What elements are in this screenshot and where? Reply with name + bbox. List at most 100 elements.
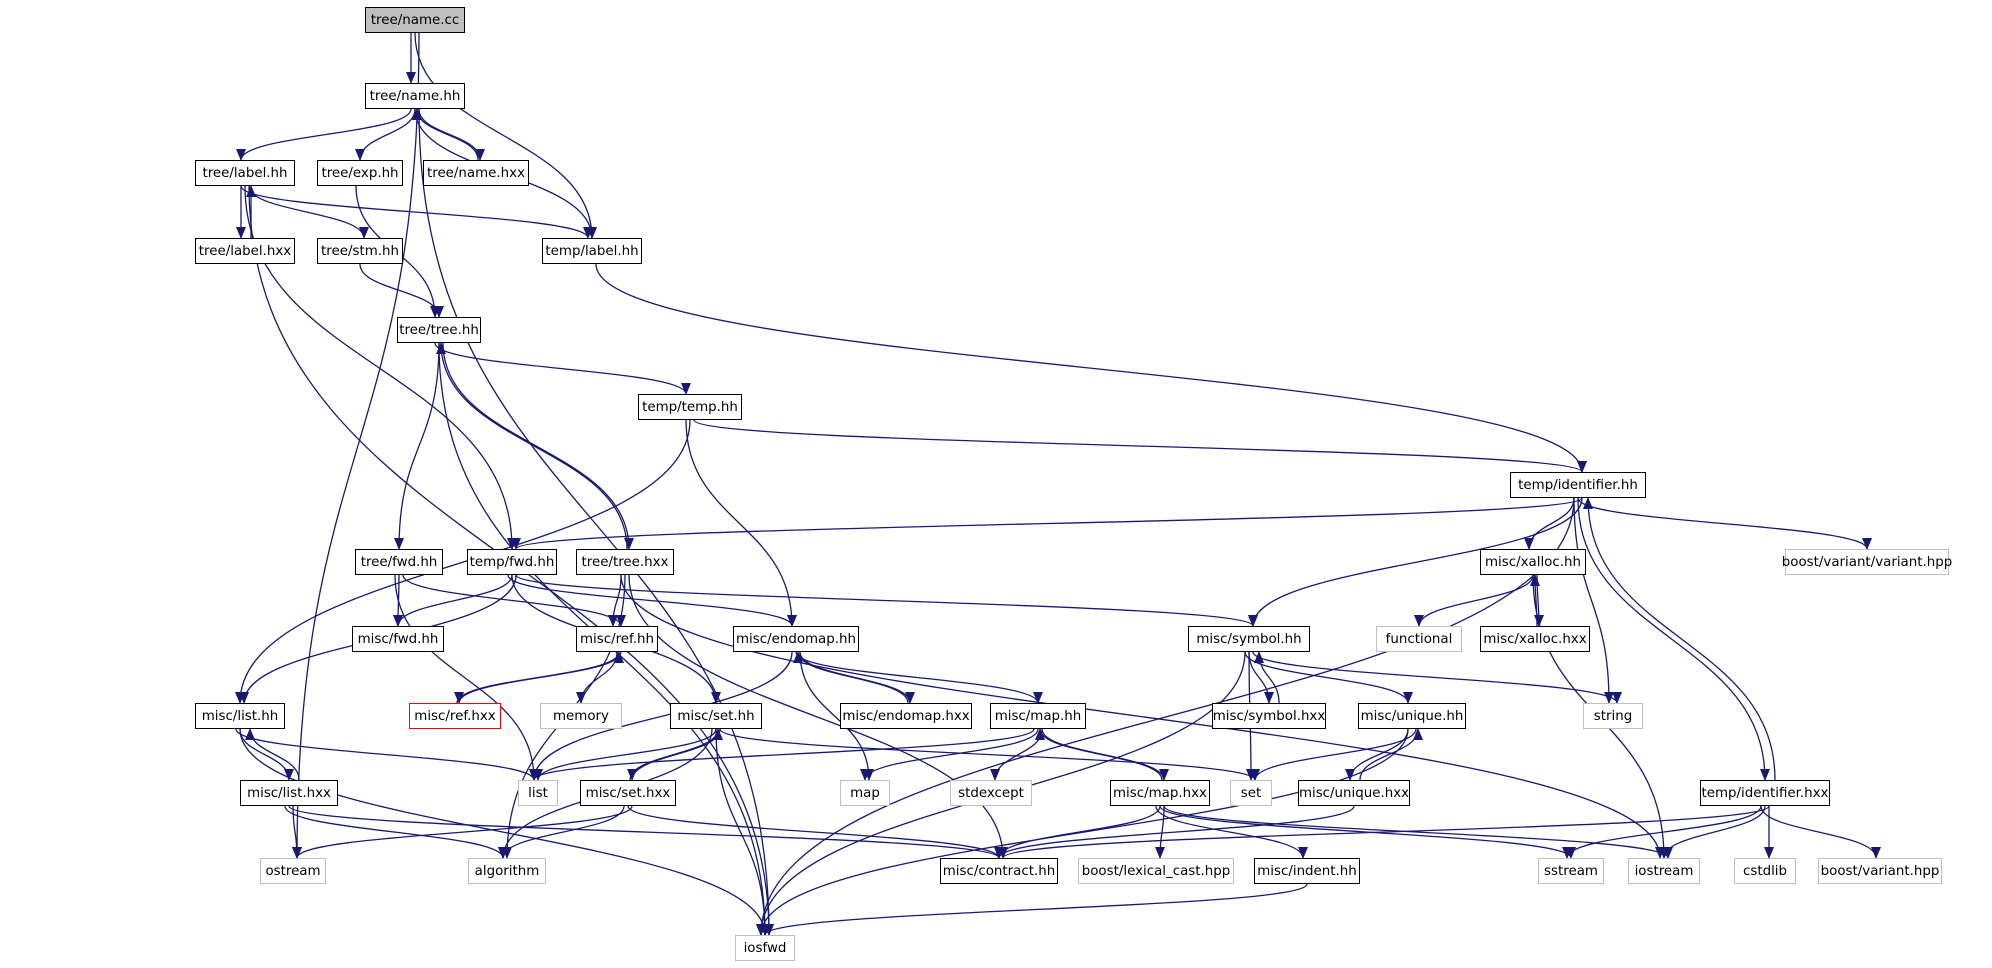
edge-misc-unique-hh-to-set: [1250, 728, 1417, 781]
node-iosfwd: iosfwd: [735, 935, 795, 961]
edge-misc-list-hxx-to-algorithm: [284, 805, 508, 859]
edge-misc-set-hh-to-iosfwd: [715, 728, 770, 936]
edge-misc-map-hh-to-stdexcept: [990, 728, 1043, 781]
node-tree-name-hxx[interactable]: tree/name.hxx: [423, 160, 529, 186]
node-temp-identifier-hxx[interactable]: temp/identifier.hxx: [1700, 780, 1830, 806]
edge-misc-xalloc-hxx-to-misc-xalloc-hh: [1530, 574, 1541, 627]
node-misc-map-hh[interactable]: misc/map.hh: [990, 703, 1086, 729]
edge-misc-list-hxx-to-misc-contract-hh: [288, 805, 1004, 859]
edge-misc-xalloc-hh-to-functional: [1414, 574, 1534, 627]
edge-tree-tree-hh-to-temp-temp-hh: [434, 342, 691, 395]
edge-tree-label-hh-to-temp-label-hh: [240, 185, 593, 239]
edge-misc-set-hh-to-set: [719, 728, 1260, 781]
node-misc-xalloc-hh[interactable]: misc/xalloc.hh: [1480, 549, 1586, 575]
edge-tree-fwd-hh-to-list: [394, 574, 539, 781]
node-temp-label-hh[interactable]: temp/label.hh: [542, 238, 642, 264]
edge-tree-label-hh-to-tree-stm-hh: [248, 185, 369, 239]
edge-misc-unique-hh-to-misc-unique-hxx: [1345, 728, 1409, 781]
edge-misc-map-hxx-to-misc-map-hh: [1035, 728, 1163, 781]
edge-misc-list-hh-to-iosfwd: [239, 728, 770, 936]
node-misc-fwd-hh[interactable]: misc/fwd.hh: [352, 626, 444, 652]
edge-tree-name-cc-to-temp-label-hh: [414, 32, 597, 239]
node-stdexcept: stdexcept: [950, 780, 1032, 806]
node-cstdlib: cstdlib: [1734, 858, 1796, 884]
node-tree-name-hh[interactable]: tree/name.hh: [365, 83, 465, 109]
node-misc-set-hh[interactable]: misc/set.hh: [670, 703, 762, 729]
edge-misc-map-hxx-to-iostream: [1163, 805, 1673, 859]
edge-temp-identifier-hxx-to-misc-contract-hh: [998, 805, 1770, 859]
node-tree-tree-hh[interactable]: tree/tree.hh: [397, 317, 481, 343]
edge-misc-symbol-hxx-to-misc-symbol-hh: [1254, 651, 1280, 704]
edge-misc-endomap-hxx-to-misc-endomap-hh: [793, 651, 909, 704]
edge-misc-ref-hxx-to-misc-ref-hh: [456, 651, 624, 704]
node-misc-list-hxx[interactable]: misc/list.hxx: [240, 780, 338, 806]
node-sstream: sstream: [1538, 858, 1604, 884]
edge-temp-identifier-hxx-to-iostream: [1659, 805, 1766, 859]
node-misc-symbol-hh[interactable]: misc/symbol.hh: [1188, 626, 1310, 652]
node-memory: memory: [540, 703, 622, 729]
node-tree-fwd-hh[interactable]: tree/fwd.hh: [355, 549, 443, 575]
edge-misc-symbol-hh-to-string: [1252, 651, 1622, 704]
edge-misc-endomap-hh-to-list: [529, 651, 793, 781]
edge-misc-map-hh-to-list: [529, 728, 1035, 781]
edge-tree-tree-hxx-to-iostream: [620, 574, 1665, 859]
node-tree-exp-hh[interactable]: tree/exp.hh: [317, 160, 403, 186]
node-misc-ref-hh[interactable]: misc/ref.hh: [576, 626, 658, 652]
edge-misc-unique-hh-to-iosfwd: [756, 728, 1409, 936]
edge-misc-indent-hh-to-iosfwd: [760, 883, 1308, 936]
edge-tree-name-hh-to-iosfwd: [418, 108, 774, 936]
node-misc-ref-hxx[interactable]: misc/ref.hxx: [409, 703, 501, 729]
node-misc-set-hxx[interactable]: misc/set.hxx: [580, 780, 676, 806]
edge-temp-identifier-hh-to-string: [1573, 497, 1614, 704]
node-temp-temp-hh[interactable]: temp/temp.hh: [638, 394, 742, 420]
edge-temp-temp-hh-to-misc-endomap-hh: [685, 419, 797, 627]
edge-tree-tree-hh-to-tree-fwd-hh: [394, 342, 440, 550]
node-iostream: iostream: [1628, 858, 1700, 884]
node-boost-variant-variant-hpp: boost/variant/variant.hpp: [1782, 549, 1952, 575]
node-map: map: [840, 780, 890, 806]
node-tree-tree-hxx[interactable]: tree/tree.hxx: [576, 549, 674, 575]
node-temp-fwd-hh[interactable]: temp/fwd.hh: [467, 549, 557, 575]
edge-temp-fwd-hh-to-misc-symbol-hh: [515, 574, 1258, 627]
edge-misc-unique-hxx-to-misc-contract-hh: [994, 805, 1355, 859]
node-misc-endomap-hxx[interactable]: misc/endomap.hxx: [840, 703, 972, 729]
edge-tree-name-hh-to-tree-name-hxx: [418, 108, 485, 161]
edge-misc-set-hh-to-list: [533, 728, 717, 781]
node-temp-identifier-hh[interactable]: temp/identifier.hh: [1510, 472, 1646, 498]
node-tree-label-hxx[interactable]: tree/label.hxx: [195, 238, 295, 264]
edge-misc-set-hxx-to-algorithm: [498, 805, 625, 859]
edge-temp-temp-hh-to-temp-identifier-hh: [693, 419, 1587, 473]
node-tree-name-cc[interactable]: tree/name.cc: [365, 7, 465, 33]
node-string: string: [1583, 703, 1643, 729]
node-tree-label-hh[interactable]: tree/label.hh: [195, 160, 295, 186]
edge-temp-identifier-hxx-to-sstream: [1562, 805, 1762, 859]
node-boost-variant-hpp: boost/variant.hpp: [1818, 858, 1942, 884]
node-misc-map-hxx[interactable]: misc/map.hxx: [1110, 780, 1210, 806]
node-misc-xalloc-hxx[interactable]: misc/xalloc.hxx: [1480, 626, 1590, 652]
node-misc-indent-hh[interactable]: misc/indent.hh: [1254, 858, 1360, 884]
node-misc-unique-hh[interactable]: misc/unique.hh: [1358, 703, 1466, 729]
edge-tree-name-hh-to-tree-label-hh: [236, 108, 412, 161]
edge-temp-identifier-hh-to-iosfwd: [756, 497, 1575, 936]
edge-misc-endomap-hh-to-map: [799, 651, 874, 781]
node-misc-symbol-hxx[interactable]: misc/symbol.hxx: [1212, 703, 1326, 729]
edge-temp-label-hh-to-temp-identifier-hh: [595, 263, 1587, 473]
edge-misc-map-hxx-to-misc-contract-hh: [994, 805, 1161, 859]
edge-tree-stm-hh-to-tree-tree-hh: [359, 263, 444, 318]
node-misc-list-hh[interactable]: misc/list.hh: [195, 703, 285, 729]
node-misc-contract-hh[interactable]: misc/contract.hh: [940, 858, 1058, 884]
edge-temp-identifier-hh-to-misc-symbol-hh: [1248, 497, 1583, 627]
node-boost-lexical-cast-hpp: boost/lexical_cast.hpp: [1078, 858, 1234, 884]
edge-misc-set-hxx-to-misc-set-hh: [629, 728, 723, 781]
node-misc-endomap-hh[interactable]: misc/endomap.hh: [733, 626, 859, 652]
node-tree-stm-hh[interactable]: tree/stm.hh: [317, 238, 403, 264]
edge-tree-name-hh-to-tree-exp-hh: [355, 108, 416, 161]
edge-tree-tree-hxx-to-tree-tree-hh: [436, 342, 628, 550]
edge-temp-fwd-hh-to-misc-fwd-hh: [393, 574, 513, 627]
node-misc-unique-hxx[interactable]: misc/unique.hxx: [1298, 780, 1410, 806]
node-set: set: [1230, 780, 1272, 806]
edge-misc-set-hxx-to-ostream: [292, 805, 633, 859]
edge-temp-identifier-hh-to-temp-fwd-hh: [511, 497, 1583, 550]
